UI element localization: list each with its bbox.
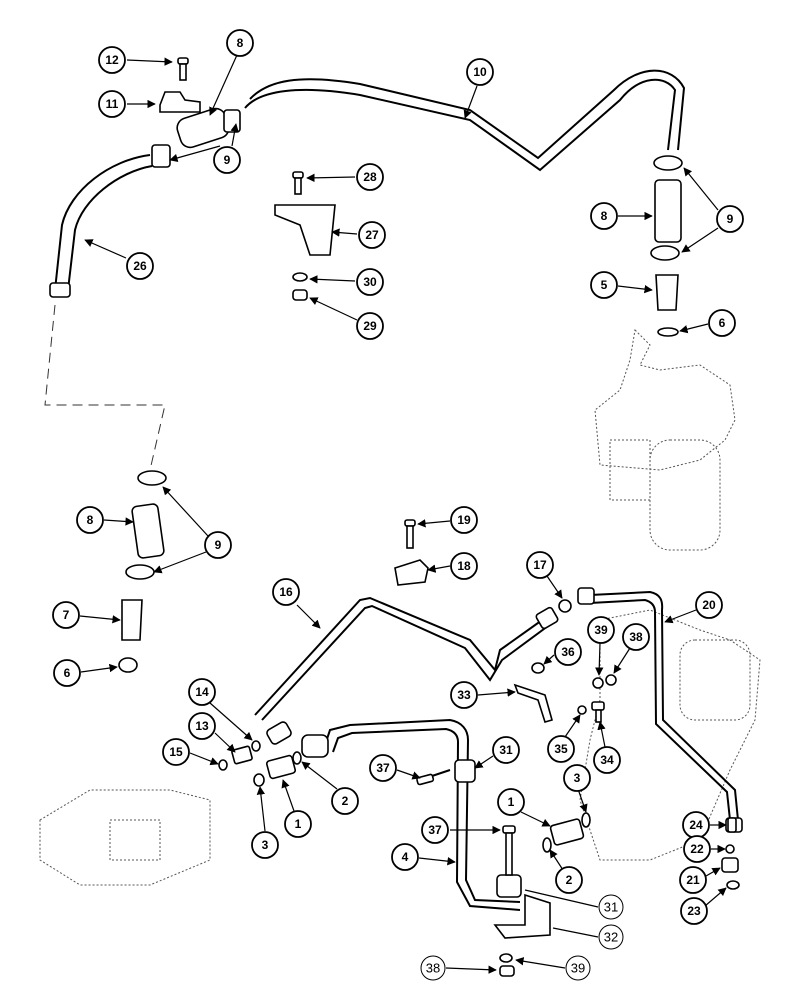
callout-6-right: 6 [719, 316, 726, 330]
callout-9-right: 9 [727, 212, 734, 226]
nut-38-bottom [499, 965, 515, 977]
valve-block-ghost [39, 789, 211, 886]
callout-31-upper: 31 [499, 743, 513, 757]
clamp-9-right-top [653, 155, 683, 171]
callout-34: 34 [600, 753, 614, 767]
bracket-32 [493, 893, 551, 939]
callout-16: 16 [279, 585, 293, 599]
washer-39-bottom [499, 953, 513, 963]
callout-8-left: 8 [87, 513, 94, 527]
clamp-31-upper [454, 759, 476, 783]
clamp-18 [394, 559, 429, 586]
pump-ghost [579, 609, 761, 861]
adapter-5 [655, 274, 679, 311]
washer-30 [292, 272, 308, 282]
callout-9-top: 9 [224, 153, 231, 167]
callout-31-lower: 31 [604, 900, 618, 915]
callout-6-left: 6 [64, 666, 71, 680]
clamp-9-left-bottom [125, 564, 155, 580]
clamp-31-lower [496, 874, 522, 898]
fittings-far-right [721, 817, 740, 890]
callout-30: 30 [363, 275, 377, 289]
oring-17 [558, 599, 572, 613]
bolt-19 [404, 519, 416, 549]
plug-36 [531, 662, 545, 674]
callout-37-lower: 37 [428, 823, 442, 837]
callout-28: 28 [363, 170, 377, 184]
washer-39-upper [592, 677, 604, 689]
bolt-28 [292, 171, 304, 195]
callouts: 12 8 11 10 9 28 27 30 29 8 9 5 [52, 29, 744, 981]
nut-38-upper [605, 674, 617, 686]
sleeve-8-right [654, 179, 682, 243]
callout-8-right: 8 [601, 209, 608, 223]
bracket-27 [274, 204, 336, 256]
callout-10: 10 [473, 65, 487, 79]
washer-35 [577, 705, 587, 715]
sleeve-8-left [131, 503, 165, 559]
bolt-34 [591, 701, 605, 723]
callout-27: 27 [365, 228, 379, 242]
bracket-33 [513, 683, 553, 723]
filter-housing-ghost [594, 328, 736, 551]
callout-5: 5 [601, 278, 608, 292]
callout-14: 14 [195, 685, 209, 699]
callout-19: 19 [457, 513, 471, 527]
callout-23: 23 [687, 904, 701, 918]
callout-39-lower: 39 [571, 961, 585, 976]
clamp-11 [159, 91, 201, 113]
callout-24: 24 [689, 818, 703, 832]
bolt-12 [177, 57, 189, 81]
pipe-4 [301, 718, 521, 911]
nut-29 [292, 289, 308, 301]
callout-7: 7 [63, 608, 70, 622]
callout-17: 17 [533, 558, 547, 572]
oring-6-left [118, 657, 138, 673]
callout-35: 35 [554, 742, 568, 756]
callout-8-top: 8 [237, 36, 244, 50]
callout-2-right: 2 [566, 873, 573, 887]
callout-1-left: 1 [295, 817, 302, 831]
connection-dash-line [44, 304, 166, 471]
callout-39-upper: 39 [594, 623, 608, 637]
oring-6-right [657, 327, 679, 337]
callout-38-lower: 38 [426, 961, 440, 976]
callout-36: 36 [561, 645, 575, 659]
callout-32: 32 [604, 930, 618, 945]
clamp-9-right-bottom [650, 245, 680, 261]
callout-21: 21 [686, 873, 700, 887]
callout-2-left: 2 [342, 794, 349, 808]
callout-3-right: 3 [574, 771, 581, 785]
callout-22: 22 [690, 842, 704, 856]
callout-9-left: 9 [215, 538, 222, 552]
callout-37-upper: 37 [376, 761, 390, 775]
callout-38-upper: 38 [629, 630, 643, 644]
callout-11: 11 [106, 97, 119, 111]
callout-3-left: 3 [262, 838, 269, 852]
callout-18: 18 [457, 559, 471, 573]
bolt-37-upper [416, 769, 451, 786]
fittings-left [218, 740, 302, 787]
adapter-7 [121, 599, 143, 641]
callout-33: 33 [457, 688, 471, 702]
callout-13: 13 [195, 719, 209, 733]
callout-1-right: 1 [508, 795, 515, 809]
callout-12: 12 [105, 53, 119, 67]
sleeve-upper [151, 107, 241, 168]
hose-upper [244, 69, 686, 172]
pipe-16 [254, 596, 559, 745]
callout-4: 4 [402, 850, 409, 864]
callout-15: 15 [169, 745, 183, 759]
hose-26 [49, 154, 153, 298]
callout-20: 20 [702, 598, 716, 612]
fittings-right [542, 812, 591, 853]
callout-26: 26 [133, 259, 147, 273]
clamp-9-left-top [137, 470, 167, 486]
callout-29: 29 [363, 319, 377, 333]
bolt-37-lower [502, 825, 516, 876]
